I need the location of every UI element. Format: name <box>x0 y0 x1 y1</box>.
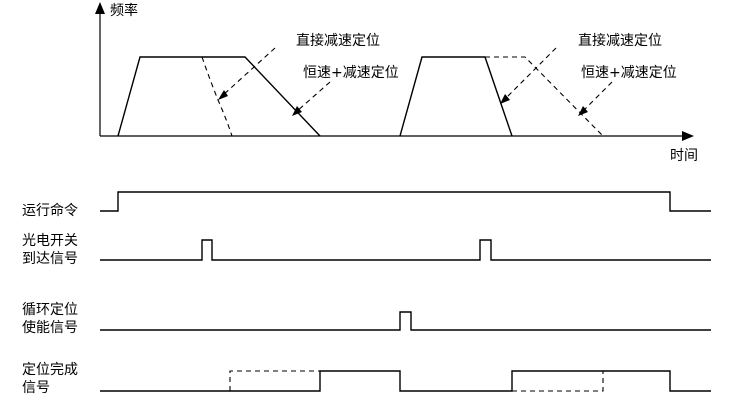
right-direct-pointer <box>503 47 557 101</box>
photo-switch-signal: 光电开关 到达信号 <box>22 233 711 267</box>
right-profile-solid <box>399 56 513 137</box>
right-const-pointer-arrow-icon <box>578 106 588 116</box>
x-axis-arrow-icon <box>682 131 694 141</box>
x-axis-label: 时间 <box>670 148 698 164</box>
cycle-enable-label-line2: 使能信号 <box>22 319 78 336</box>
run-command-waveform <box>100 191 711 212</box>
right-const-pointer <box>581 81 613 113</box>
run-command-label: 运行命令 <box>22 202 78 219</box>
right-direct-pointer-arrow-icon <box>500 94 510 104</box>
left-const-decel-label: 恒速+减速定位 <box>303 65 399 81</box>
right-const-decel-dashed <box>485 56 604 137</box>
left-direct-decel-label: 直接减速定位 <box>296 32 380 49</box>
photo-switch-label-line1: 光电开关 <box>22 233 78 249</box>
y-axis-arrow-icon <box>95 2 105 14</box>
y-axis-label: 频率 <box>110 2 138 19</box>
cycle-enable-label-line1: 循环定位 <box>22 302 78 318</box>
frequency-axes: 频率 时间 <box>95 2 698 164</box>
right-const-decel-label: 恒速+减速定位 <box>581 65 677 81</box>
left-direct-pointer <box>221 47 276 97</box>
photo-switch-waveform <box>100 239 711 261</box>
right-direct-decel-label: 直接减速定位 <box>578 32 662 49</box>
positioning-done-dashed-right <box>512 371 604 392</box>
cycle-enable-waveform <box>100 311 711 331</box>
left-direct-decel-dashed <box>201 56 233 137</box>
positioning-done-dashed-left <box>229 370 320 391</box>
left-direct-pointer-arrow-icon <box>218 90 228 100</box>
positioning-done-signal: 定位完成 信号 <box>22 362 711 396</box>
positioning-done-label-line1: 定位完成 <box>22 362 78 378</box>
cycle-enable-signal: 循环定位 使能信号 <box>22 302 711 336</box>
positioning-done-waveform <box>100 370 711 392</box>
left-const-pointer-arrow-icon <box>292 106 302 116</box>
run-command-signal: 运行命令 <box>22 191 711 219</box>
left-profile-solid <box>117 56 321 137</box>
positioning-done-label-line2: 信号 <box>22 380 50 396</box>
left-const-pointer <box>295 81 331 113</box>
right-speed-profile: 直接减速定位 恒速+减速定位 <box>399 32 677 137</box>
photo-switch-label-line2: 到达信号 <box>22 251 78 267</box>
left-speed-profile: 直接减速定位 恒速+减速定位 <box>117 32 399 137</box>
